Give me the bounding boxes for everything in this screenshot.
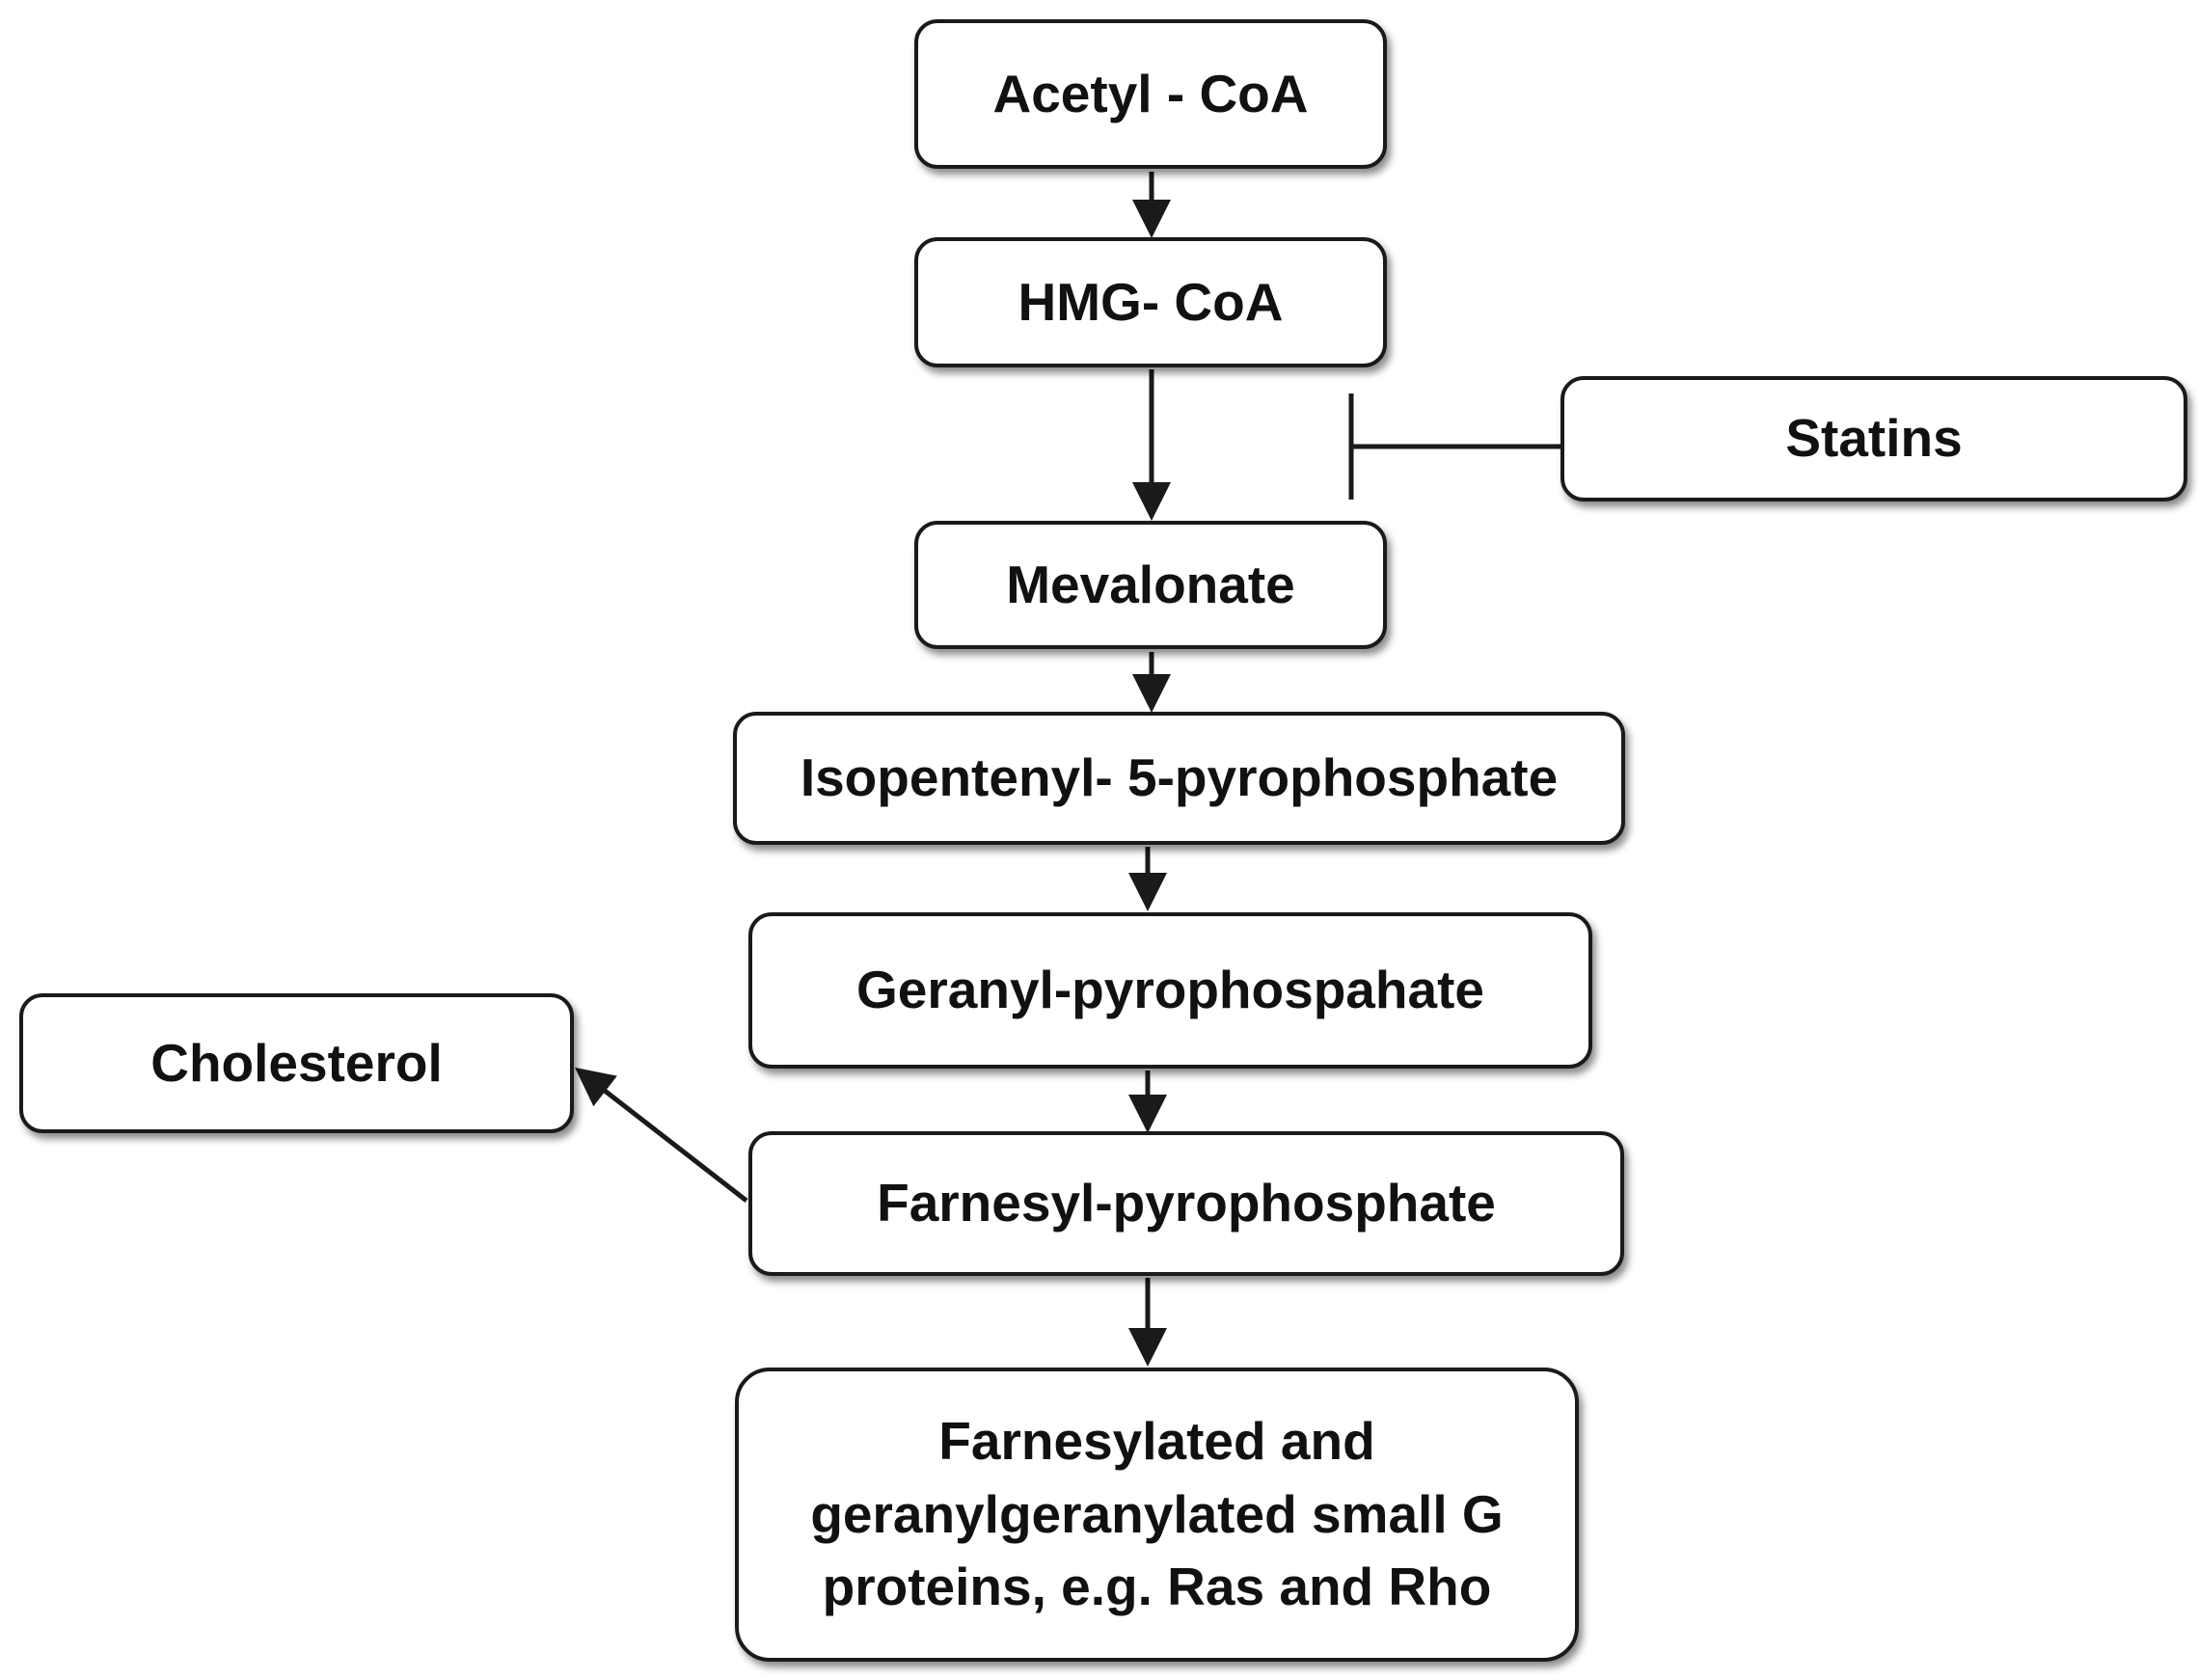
node-farnesyl-pyrophosphate: Farnesyl-pyrophosphate [748, 1131, 1624, 1276]
node-geranyl-pyrophosphate: Geranyl-pyrophospahate [748, 912, 1592, 1069]
node-statins: Statins [1560, 376, 2187, 501]
node-cholesterol: Cholesterol [19, 993, 574, 1133]
arrow-farnesyl-to-cholesterol [575, 1067, 748, 1203]
node-mevalonate: Mevalonate [914, 521, 1387, 649]
node-hmg-coa: HMG- CoA [914, 237, 1387, 367]
node-isopentenyl-5-pyrophosphate: Isopentenyl- 5-pyrophosphate [733, 712, 1625, 845]
node-g-proteins: Farnesylated and geranylgeranylated smal… [735, 1368, 1579, 1662]
node-acetyl-coa: Acetyl - CoA [914, 19, 1387, 169]
